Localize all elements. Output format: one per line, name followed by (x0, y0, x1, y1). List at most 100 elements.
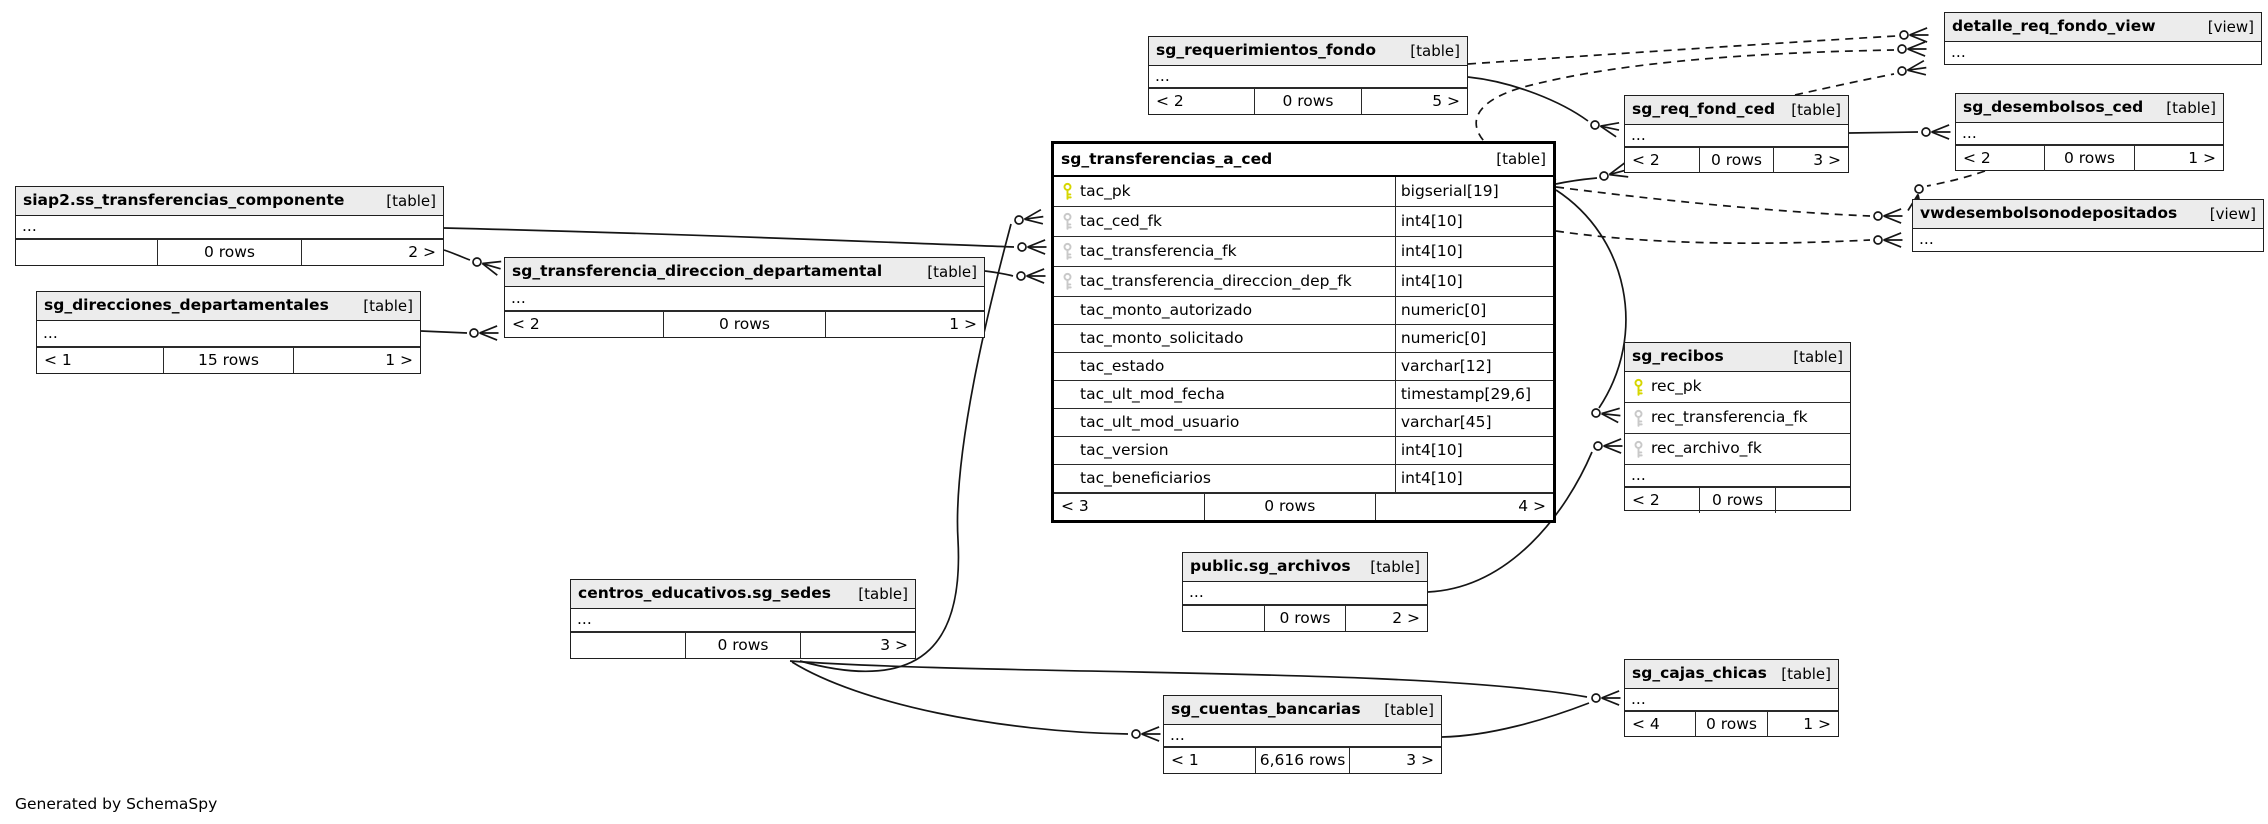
column-name: tac_transferencia_direccion_dep_fk (1080, 272, 1352, 290)
edge-e_archivos_recibos (1427, 451, 1593, 593)
collapsed-columns-row: ... (37, 321, 420, 347)
table-box-sg_cajas_chicas[interactable]: sg_cajas_chicas [table] ... < 4 0 rows 1… (1624, 659, 1839, 737)
table-box-siap2-ss_transferencias_componente[interactable]: siap2.ss_transferencias_componente [tabl… (15, 186, 444, 266)
column-name: tac_monto_solicitado (1080, 329, 1244, 347)
collapsed-columns-row: ... (1956, 123, 2223, 145)
edge-e_desembolsos_vw (1926, 170, 1986, 187)
footer-rowcount: 0 rows (1695, 712, 1768, 737)
collapsed-columns-row: ... (1149, 66, 1467, 88)
table-header: centros_educativos.sg_sedes [table] (571, 580, 915, 609)
column-type: bigserial[19] (1394, 177, 1553, 206)
column-name: tac_ult_mod_fecha (1080, 385, 1225, 403)
crowfoot-marker (1591, 407, 1621, 424)
table-box-vwdesembolsonodepositados[interactable]: vwdesembolsonodepositados [view] ... (1912, 199, 2264, 252)
crowfoot-marker (1131, 726, 1161, 742)
edge-e_componente_transferencias (443, 227, 1015, 248)
crowfoot-marker (1017, 239, 1047, 255)
table-header: sg_req_fond_ced [table] (1625, 96, 1848, 125)
table-footer: < 3 0 rows 4 > (1054, 492, 1553, 520)
table-badge: [table] (1384, 700, 1434, 719)
table-header: sg_recibos [table] (1625, 343, 1850, 372)
collapsed-columns-row: ... (505, 287, 984, 311)
table-box-public-sg_archivos[interactable]: public.sg_archivos [table] ... 0 rows 2 … (1182, 552, 1428, 632)
table-box-sg_recibos[interactable]: sg_recibos [table] rec_pk rec_transferen… (1624, 342, 1851, 513)
table-box-centros_educativos-sg_sedes[interactable]: centros_educativos.sg_sedes [table] ... … (570, 579, 916, 659)
table-badge: [view] (2207, 17, 2254, 36)
crowfoot-marker (1591, 690, 1621, 706)
table-title: sg_cajas_chicas (1632, 664, 1767, 683)
column-type: numeric[0] (1394, 296, 1553, 324)
table-title: sg_transferencia_direccion_departamental (512, 262, 883, 281)
table-box-sg_transferencia_direccion_departamental[interactable]: sg_transferencia_direccion_departamental… (504, 257, 985, 338)
column-row: tac_ult_mod_usuario varchar[45] (1054, 408, 1553, 437)
table-footer: < 2 0 rows (1625, 487, 1850, 513)
edge-e_reqfondced_detalle (1794, 73, 1895, 96)
crowfoot-marker (1921, 124, 1951, 140)
footer-parents (571, 633, 685, 658)
crowfoot-marker (1897, 41, 1927, 57)
table-header: public.sg_archivos [table] (1183, 553, 1427, 582)
table-header: sg_transferencias_a_ced [table] (1054, 144, 1553, 177)
column-row: tac_monto_autorizado numeric[0] (1054, 296, 1553, 325)
footer-rowcount: 0 rows (1203, 493, 1376, 520)
table-footer: < 1 6,616 rows 3 > (1164, 747, 1441, 773)
footer-parents: < 2 (1156, 91, 1184, 110)
footer-rowcount: 0 rows (684, 633, 802, 658)
footer-rowcount: 6,616 rows (1255, 748, 1350, 773)
column-name: tac_version (1080, 441, 1169, 459)
table-badge: [table] (927, 262, 977, 281)
table-header: vwdesembolsonodepositados [view] (1913, 200, 2263, 229)
table-box-sg_transferencias_a_ced[interactable]: sg_transferencias_a_ced [table] tac_pk b… (1051, 141, 1556, 523)
table-box-sg_direcciones_departamentales[interactable]: sg_direcciones_departamentales [table] .… (36, 291, 421, 374)
collapsed-columns-row: ... (1919, 230, 1934, 249)
table-title: sg_direcciones_departamentales (44, 296, 329, 315)
footer-children: 3 > (1406, 750, 1434, 769)
table-footer: < 1 15 rows 1 > (37, 347, 420, 373)
edge-e_cuentas_cajas (1441, 702, 1590, 738)
footer-parents: < 2 (512, 314, 540, 333)
column-name: rec_pk (1651, 378, 1702, 396)
footer-rowcount: 0 rows (1253, 89, 1363, 114)
edge-e_requerimientos_reqfondced (1467, 76, 1589, 122)
edge-e_direcciones_transf_dir (420, 330, 468, 334)
collapsed-columns-row: ... (1183, 582, 1427, 605)
column-row: rec_pk (1625, 372, 1850, 403)
table-header: sg_requerimientos_fondo [table] (1149, 37, 1467, 66)
collapsed-columns-row: ... (571, 609, 915, 632)
table-footer: < 2 0 rows 1 > (505, 311, 984, 337)
table-footer: < 2 0 rows 5 > (1149, 88, 1467, 114)
table-header: detalle_req_fondo_view [view] (1945, 13, 2261, 42)
table-box-detalle_req_fondo_view[interactable]: detalle_req_fondo_view [view] ... (1944, 12, 2262, 65)
footer-children: 3 > (1813, 150, 1841, 169)
table-badge: [view] (2209, 204, 2256, 223)
column-row: tac_estado varchar[12] (1054, 352, 1553, 381)
table-box-sg_requerimientos_fondo[interactable]: sg_requerimientos_fondo [table] ... < 2 … (1148, 36, 1468, 115)
footer-rowcount: 0 rows (156, 240, 303, 265)
collapsed-columns-row: ... (1625, 465, 1850, 487)
table-badge: [table] (2166, 98, 2216, 117)
table-box-sg_cuentas_bancarias[interactable]: sg_cuentas_bancarias [table] ... < 1 6,6… (1163, 695, 1442, 774)
footer-parents (1183, 606, 1264, 631)
footer-parents: < 2 (1963, 148, 1991, 167)
footer-rowcount: 0 rows (663, 312, 826, 337)
table-badge: [table] (1410, 41, 1460, 60)
column-name: rec_archivo_fk (1651, 440, 1762, 458)
footer-rowcount: 0 rows (2044, 146, 2135, 171)
table-badge: [table] (363, 296, 413, 315)
column-name: rec_transferencia_fk (1651, 409, 1808, 427)
collapsed-columns-row: ... (1951, 43, 1966, 62)
edge-e_reqfondced_desembolsos (1848, 131, 1919, 134)
edge-e_sedes_transferencias (799, 223, 1012, 673)
column-row: tac_ult_mod_fecha timestamp[29,6] (1054, 380, 1553, 409)
footer-parents (16, 240, 157, 265)
table-badge: [table] (858, 584, 908, 603)
primary-key-icon (1054, 182, 1080, 201)
column-type: timestamp[29,6] (1394, 380, 1553, 408)
footer-rowcount: 0 rows (1698, 148, 1775, 173)
table-footer: 0 rows 2 > (16, 239, 443, 265)
column-type: int4[10] (1394, 236, 1553, 266)
table-box-sg_desembolsos_ced[interactable]: sg_desembolsos_ced [table] ... < 2 0 row… (1955, 93, 2224, 171)
foreign-key-icon (1054, 212, 1080, 231)
table-box-sg_req_fond_ced[interactable]: sg_req_fond_ced [table] ... < 2 0 rows 3… (1624, 95, 1849, 173)
